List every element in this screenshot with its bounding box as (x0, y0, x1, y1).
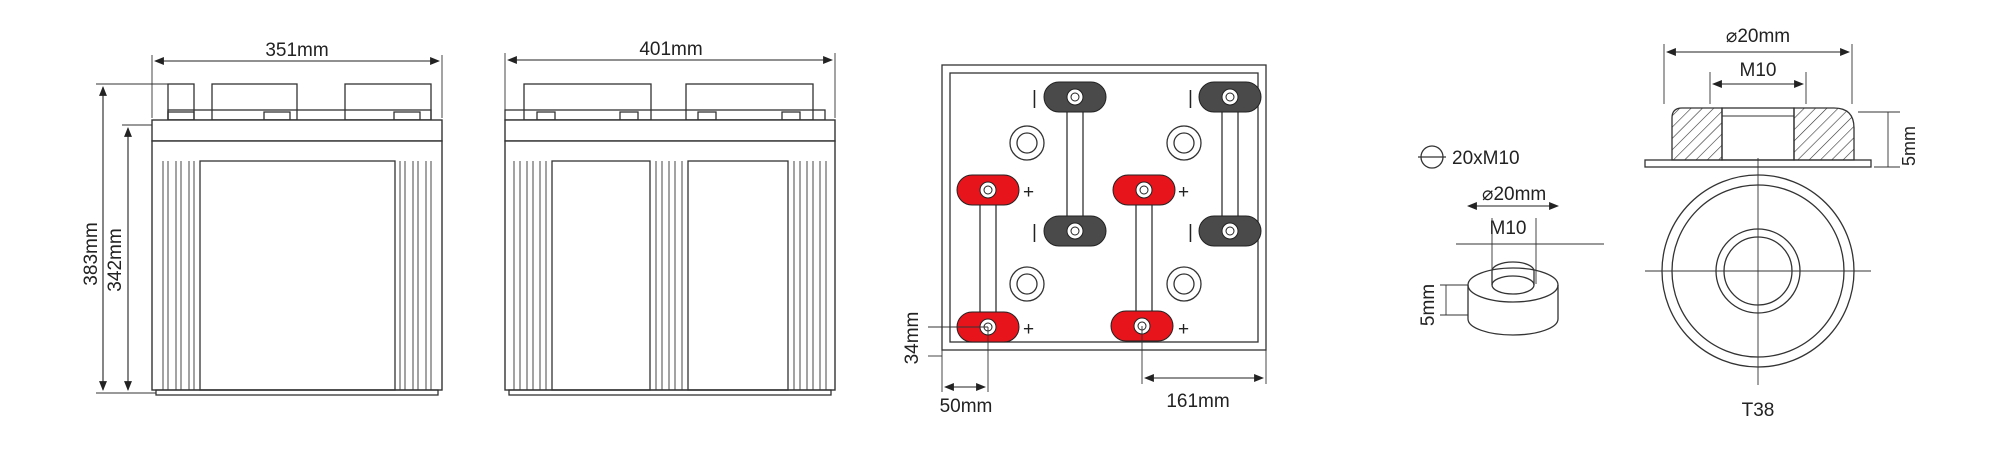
positive-symbol: + (1178, 182, 1189, 203)
positive-symbol: + (1178, 319, 1189, 340)
side-width-label: 401mm (639, 39, 702, 60)
positive-terminal (1112, 174, 1176, 206)
pitch-label: 161mm (1166, 391, 1229, 412)
negative-terminal (1198, 81, 1262, 113)
side-view: 401mm (504, 39, 836, 396)
vent-cap-icon (1166, 266, 1202, 302)
negative-terminal (1043, 215, 1107, 247)
front-case-height-label: 342mm (105, 228, 126, 291)
washer-thickness-label: 5mm (1418, 284, 1439, 326)
positive-symbol: + (1023, 319, 1034, 340)
vent-cap-icon (1166, 125, 1202, 161)
top-view: + + + + | | | | 34mm 50mm 161mm (902, 64, 1267, 417)
vent-cap-icon (1009, 125, 1045, 161)
negative-terminal (1043, 81, 1107, 113)
terminal-spacing-label: 34mm (902, 312, 923, 365)
washer-legend-icon (1418, 145, 1446, 169)
washer-detail: 20xM10 ⌀20mm M10 5mm (1418, 145, 1604, 336)
washer-legend-label: 20xM10 (1452, 148, 1520, 169)
negative-symbol: | (1188, 222, 1193, 243)
washer-diameter-label: ⌀20mm (1482, 184, 1546, 205)
terminal-detail: ⌀20mm M10 5mm T38 (1644, 26, 1919, 421)
edge-offset-label: 50mm (940, 396, 993, 417)
washer-thread-label: M10 (1490, 218, 1527, 239)
front-view: 351mm 383mm 342mm (81, 40, 443, 396)
positive-symbol: + (1023, 182, 1034, 203)
negative-symbol: | (1188, 88, 1193, 109)
front-total-height-label: 383mm (81, 222, 102, 285)
terminal-thickness-label: 5mm (1899, 126, 1919, 166)
negative-terminal (1198, 215, 1262, 247)
positive-terminal (956, 174, 1020, 206)
negative-symbol: | (1032, 222, 1037, 243)
front-width-label: 351mm (265, 40, 328, 61)
negative-symbol: | (1032, 88, 1037, 109)
terminal-model-label: T38 (1742, 400, 1775, 421)
terminal-diameter-label: ⌀20mm (1726, 26, 1790, 47)
terminal-thread-label: M10 (1740, 60, 1777, 81)
vent-cap-icon (1009, 266, 1045, 302)
